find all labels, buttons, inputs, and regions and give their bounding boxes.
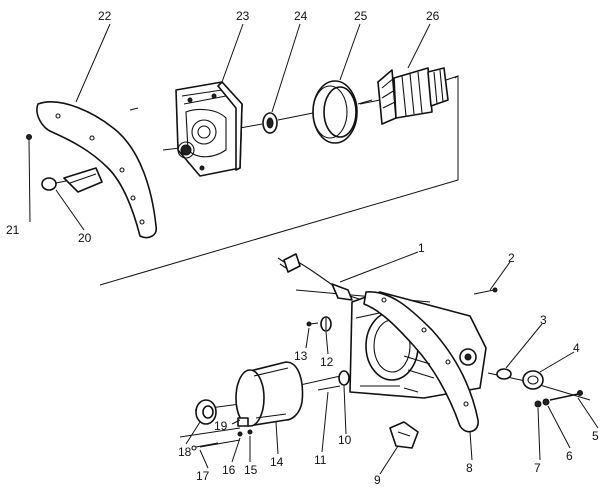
callout-17: 17	[196, 469, 210, 483]
part-25-baffle	[312, 80, 358, 144]
callout-11: 11	[314, 453, 327, 467]
callout-labels: 22 23 24 25 26 21 20 1 2 3 4 5 6 7 8 9 1…	[6, 9, 599, 487]
callout-6: 6	[566, 449, 573, 463]
part-4-knob	[522, 370, 544, 390]
callout-15: 15	[244, 463, 258, 477]
callout-7: 7	[534, 461, 541, 475]
part-14-field	[235, 361, 304, 427]
part-3-cap	[496, 368, 512, 380]
callout-23: 23	[236, 9, 250, 23]
callout-14: 14	[270, 455, 284, 469]
part-11-shaft	[317, 385, 341, 391]
part-10-spacer	[338, 370, 350, 386]
callout-20: 20	[78, 231, 92, 245]
callout-3: 3	[540, 313, 547, 327]
part-19-brush-holder	[237, 417, 249, 427]
part-2-screw	[473, 287, 498, 295]
part-7-nut	[534, 400, 542, 408]
callout-5: 5	[592, 429, 599, 443]
callout-26: 26	[426, 9, 440, 23]
part-18-bearing	[195, 399, 217, 425]
callout-19: 19	[214, 419, 228, 433]
callout-12: 12	[320, 355, 334, 369]
part-5-bolt	[549, 390, 583, 401]
callout-13: 13	[294, 349, 308, 363]
callout-25: 25	[354, 9, 368, 23]
leader-lines	[28, 23, 599, 475]
part-12-switch	[320, 316, 332, 332]
part-13-screw	[306, 321, 319, 327]
part-8-main-housing	[349, 291, 487, 433]
callout-9: 9	[374, 473, 381, 487]
part-23-housing	[175, 81, 243, 177]
part-9-trigger	[389, 421, 419, 449]
part-17-pin	[191, 442, 219, 451]
callout-18: 18	[178, 445, 192, 459]
callout-21: 21	[6, 223, 20, 237]
part-26-armature	[359, 67, 459, 125]
callout-24: 24	[294, 9, 308, 23]
part-6-washer	[542, 398, 550, 406]
callout-16: 16	[222, 463, 236, 477]
callout-22: 22	[98, 9, 112, 23]
part-15-screw	[247, 429, 253, 435]
callout-8: 8	[466, 461, 473, 475]
part-21-screw	[26, 134, 32, 140]
callout-1: 1	[418, 241, 425, 255]
callout-2: 2	[508, 251, 515, 265]
part-1-cord	[277, 253, 363, 301]
part-24-bearing	[262, 112, 278, 134]
part-20-knob	[41, 177, 67, 191]
callout-4: 4	[573, 341, 580, 355]
part-16-screw	[237, 431, 243, 437]
part-22-handle	[36, 101, 158, 239]
callout-10: 10	[338, 433, 352, 447]
